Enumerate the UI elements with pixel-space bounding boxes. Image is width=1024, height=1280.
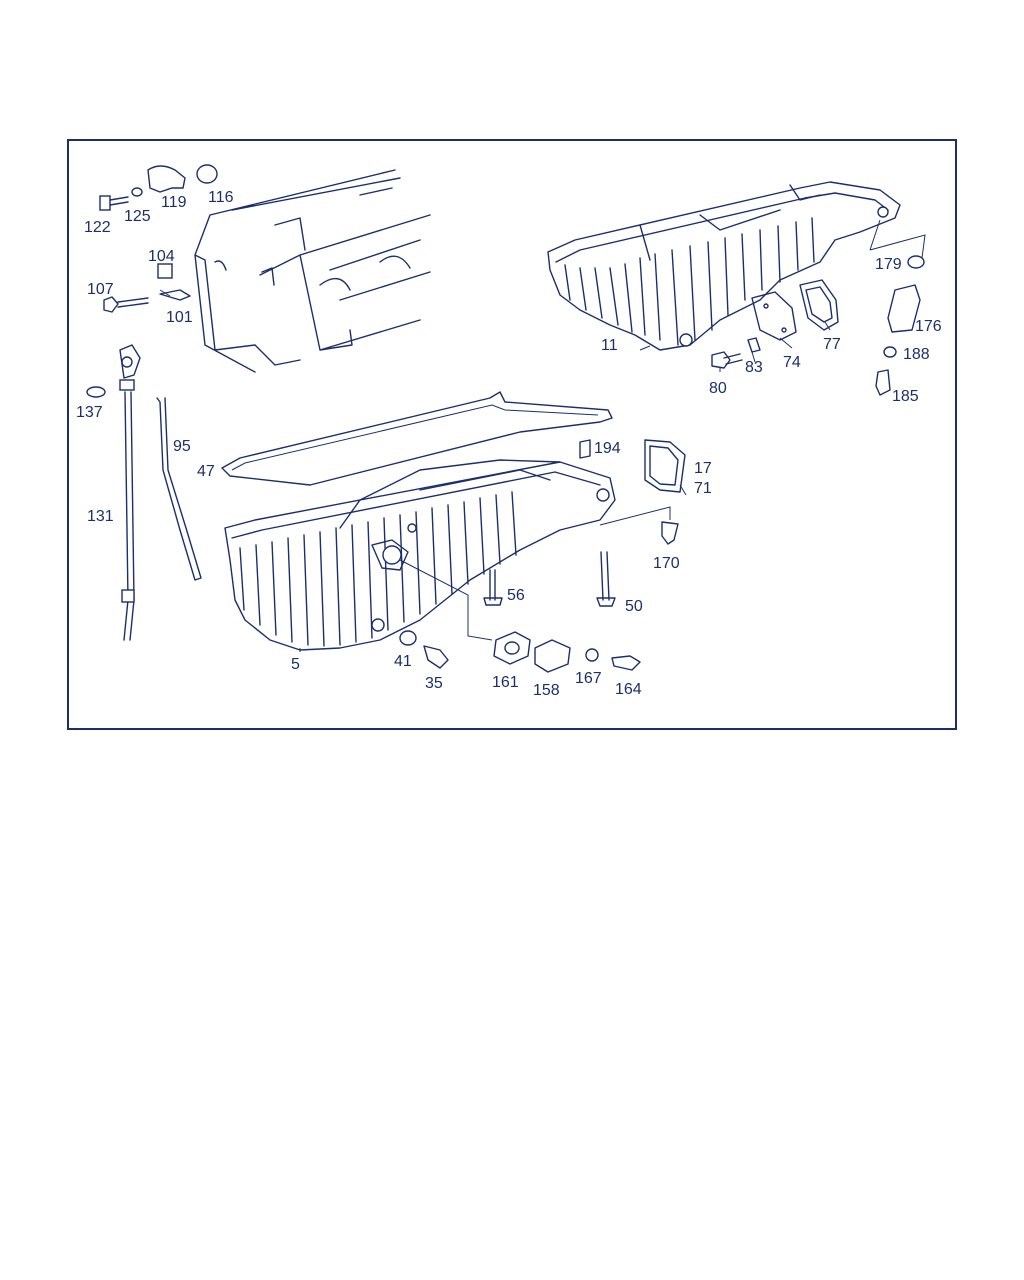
callout-101: 101 <box>166 309 193 326</box>
callout-179: 179 <box>875 256 902 273</box>
callout-119: 119 <box>161 194 187 211</box>
callout-185: 185 <box>892 388 919 405</box>
callout-11: 11 <box>601 337 618 354</box>
leader-lines <box>159 219 926 652</box>
callout-80: 80 <box>709 380 727 397</box>
callout-167: 167 <box>575 670 602 687</box>
callout-125: 125 <box>124 208 151 225</box>
engine-block <box>194 169 431 373</box>
callout-194: 194 <box>594 440 621 457</box>
callout-107: 107 <box>87 281 114 298</box>
callout-116: 116 <box>208 189 234 206</box>
callout-122: 122 <box>84 219 111 236</box>
callout-35: 35 <box>425 675 443 692</box>
callout-17: 17 <box>694 460 712 477</box>
callout-71: 71 <box>694 480 712 497</box>
callout-104: 104 <box>148 248 175 265</box>
callout-labels: 122 125 119 116 104 107 101 137 131 95 4… <box>76 189 942 699</box>
callout-41: 41 <box>394 653 412 670</box>
callout-83: 83 <box>745 359 763 376</box>
gasket-47 <box>221 391 613 486</box>
callout-56: 56 <box>507 587 525 604</box>
callout-137: 137 <box>76 404 103 421</box>
callout-74: 74 <box>783 354 801 371</box>
dipstick <box>119 344 202 641</box>
callout-47: 47 <box>197 463 215 480</box>
callout-188: 188 <box>903 346 930 363</box>
fasteners-lower <box>399 439 686 673</box>
fasteners-right <box>711 255 925 396</box>
callout-158: 158 <box>533 682 560 699</box>
callout-176: 176 <box>915 318 942 335</box>
callout-50: 50 <box>625 598 643 615</box>
fasteners-top-left <box>86 164 218 398</box>
callout-161: 161 <box>492 674 519 691</box>
callout-5: 5 <box>291 656 300 673</box>
callout-164: 164 <box>615 681 642 698</box>
callout-131: 131 <box>87 508 114 525</box>
callout-77: 77 <box>823 336 841 353</box>
upper-oil-pan <box>547 181 901 351</box>
callout-170: 170 <box>653 555 680 572</box>
callout-95: 95 <box>173 438 191 455</box>
lower-oil-pan <box>224 459 616 651</box>
